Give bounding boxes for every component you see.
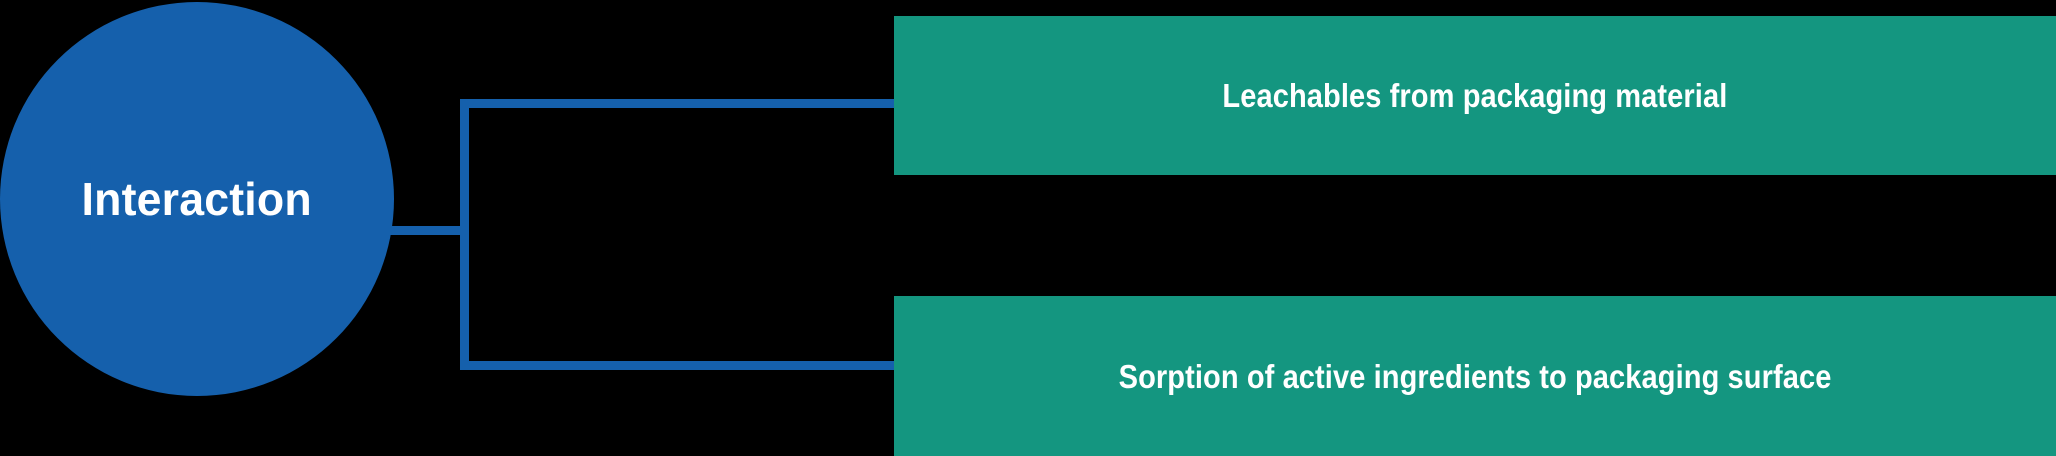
branch-node-label: Sorption of active ingredients to packag…: [1118, 358, 1832, 395]
branch-node-sorption[interactable]: Sorption of active ingredients to packag…: [894, 296, 2056, 456]
connector-branch-top: [460, 99, 896, 108]
root-node-label: Interaction: [81, 173, 313, 225]
branch-node-label: Leachables from packaging material: [1222, 76, 1728, 114]
root-node-interaction[interactable]: Interaction: [0, 2, 394, 396]
connector-vertical-spine: [460, 99, 469, 370]
branch-node-leachables[interactable]: Leachables from packaging material: [894, 16, 2056, 175]
connector-branch-bottom: [460, 361, 896, 370]
